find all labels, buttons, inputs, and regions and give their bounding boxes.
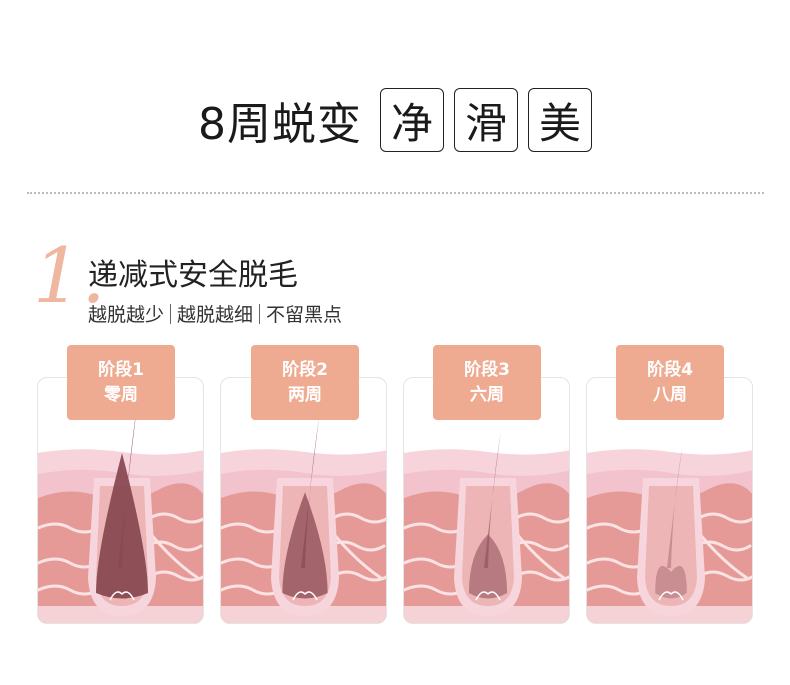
hair-shaft (484, 429, 502, 568)
stage-period: 六周 (470, 384, 504, 405)
stage-card-1 (37, 377, 204, 624)
hair-shaft (118, 398, 138, 568)
skin-diagram (404, 429, 569, 623)
dermal-papilla (109, 591, 135, 601)
dermis-fiber (693, 540, 752, 552)
hair-shaft (667, 444, 683, 568)
stage-badge-2: 阶段2 两周 (251, 345, 359, 420)
headline-box-smooth: 滑 (454, 88, 518, 152)
headline-box-clean: 净 (380, 88, 444, 152)
stage-label: 阶段1 (98, 359, 144, 380)
stage-card-2 (220, 377, 387, 624)
subtitle-separator (170, 303, 172, 324)
hair-shaft (301, 413, 320, 568)
hair-root (655, 565, 687, 599)
dermis-fiber (327, 540, 386, 552)
skin-diagram (38, 398, 203, 623)
stage-label: 阶段3 (464, 359, 510, 380)
dotted-divider (27, 192, 764, 194)
stage-period: 零周 (104, 384, 138, 405)
dermis-fiber (514, 512, 569, 524)
stage-label: 阶段2 (282, 359, 328, 380)
dermis-fiber (510, 540, 569, 552)
skin-diagram (587, 444, 752, 623)
dermis-fiber (148, 570, 203, 582)
dermis-fiber (514, 570, 569, 582)
stage-period: 八周 (653, 384, 687, 405)
stage-period: 两周 (288, 384, 322, 405)
section-title: 递减式安全脱毛 (88, 258, 298, 293)
subtitle-item: 越脱越少 (88, 304, 165, 326)
section-subtitle: 越脱越少 越脱越细 不留黑点 (88, 300, 342, 327)
dermis-fiber (331, 512, 386, 524)
headline-box-beauty: 美 (528, 88, 592, 152)
section-number: 1. (33, 231, 106, 320)
dermal-papilla (475, 591, 501, 601)
headline-text: 8周蜕变 (198, 99, 362, 150)
dermal-papilla (658, 591, 684, 601)
stage-card-3 (403, 377, 570, 624)
hair-root (96, 453, 148, 599)
subtitle-item: 越脱越细 (177, 304, 254, 326)
dermal-papilla (292, 591, 318, 601)
subtitle-item: 不留黑点 (266, 304, 343, 326)
dermis-fiber (697, 512, 752, 524)
dermis-fiber (148, 512, 203, 524)
follicle-inner (645, 486, 697, 606)
stage-badge-1: 阶段1 零周 (67, 345, 175, 420)
stage-card-4 (586, 377, 753, 624)
stage-badge-4: 阶段4 八周 (616, 345, 724, 420)
stage-badge-3: 阶段3 六周 (433, 345, 541, 420)
dermis-fiber (144, 540, 203, 552)
headline: 8周蜕变 净 滑 美 (0, 88, 790, 152)
dermis-fiber (331, 570, 386, 582)
subtitle-separator (259, 303, 261, 324)
stage-label: 阶段4 (647, 359, 693, 380)
skin-diagram (221, 413, 386, 623)
dermis-fiber (697, 570, 752, 582)
